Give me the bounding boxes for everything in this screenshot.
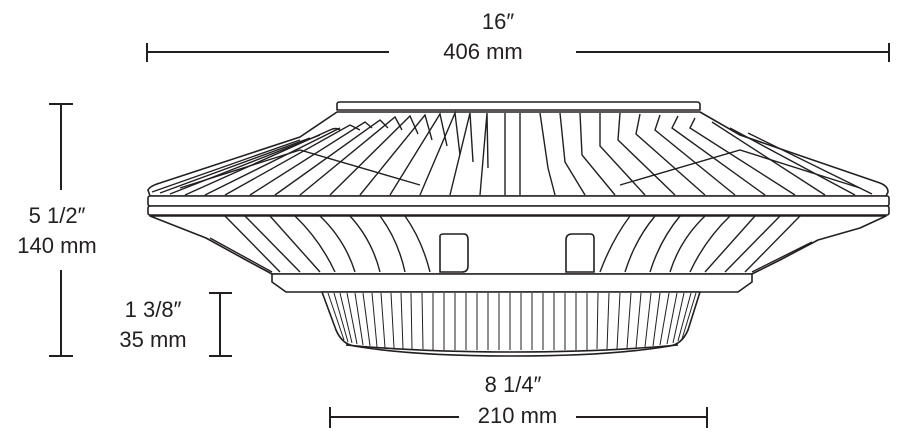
lens-width-metric-label: 210 mm xyxy=(460,404,575,428)
lower-cooling-fins xyxy=(209,215,813,273)
width-dimension-line xyxy=(146,43,890,62)
overall-width-imperial-label: 16″ xyxy=(468,10,528,34)
upper-cooling-fins xyxy=(151,110,873,196)
overall-height-imperial-label: 5 1/2″ xyxy=(2,204,112,228)
skirt-notches xyxy=(439,233,595,273)
overall-width-metric-label: 406 mm xyxy=(393,40,573,64)
lens-width-dimension-line xyxy=(329,407,708,428)
lens-width-imperial-label: 8 1/4″ xyxy=(468,373,558,397)
lens-height-metric-label: 35 mm xyxy=(108,328,198,352)
lens-height-imperial-label: 1 3/8″ xyxy=(108,298,198,322)
lens-height-dimension-line xyxy=(209,292,232,357)
fixture-outline xyxy=(147,101,890,357)
overall-height-metric-label: 140 mm xyxy=(2,234,112,258)
height-dimension-line xyxy=(49,103,73,357)
lens-ribs xyxy=(327,292,697,350)
